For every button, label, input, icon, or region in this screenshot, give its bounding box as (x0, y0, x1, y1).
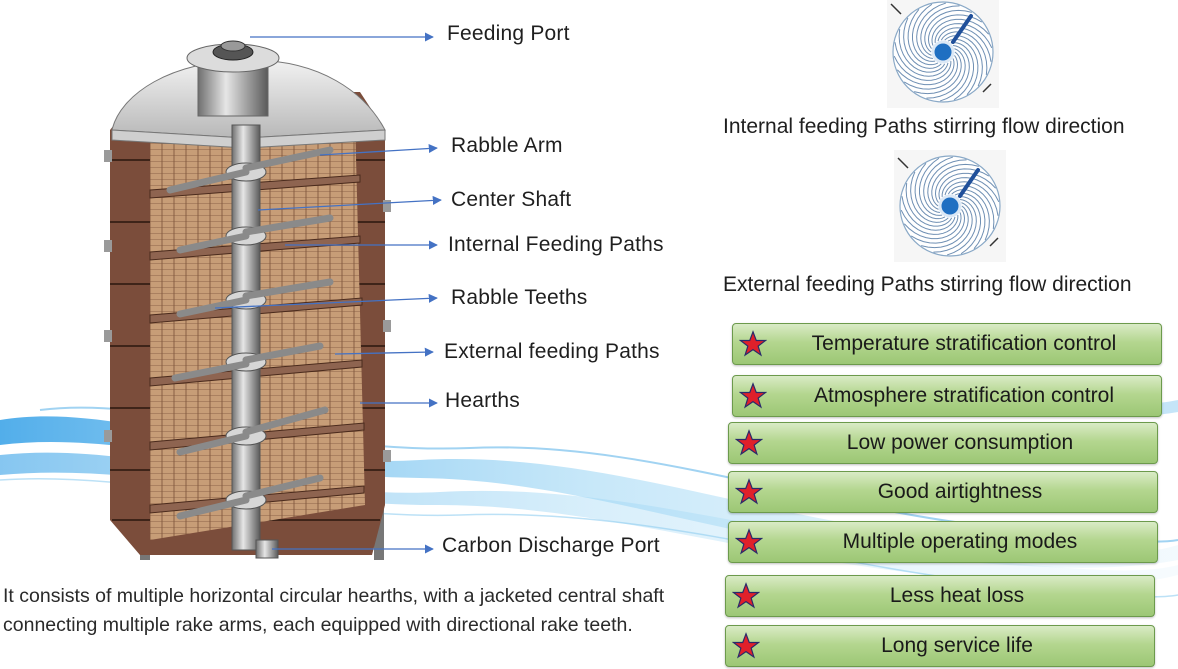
arrow-rabble-teeths (214, 293, 438, 309)
swirl-line (938, 172, 997, 200)
swirl-hub (931, 40, 955, 64)
swirl-line (933, 202, 973, 253)
feature-box: Low power consumption (728, 422, 1158, 464)
swirl-line (934, 168, 990, 203)
swirl-line (894, 42, 949, 77)
furnace-illustration (104, 40, 391, 560)
swirl-line (934, 23, 993, 49)
swirl-line (957, 196, 982, 255)
feature-text: Long service life (881, 634, 1033, 657)
feature-text: Less heat loss (889, 584, 1025, 607)
swirl-line (903, 212, 962, 240)
star-icon (735, 528, 763, 555)
swirl-line (918, 157, 943, 216)
swirl-line (941, 177, 1000, 203)
swirl-line (926, 48, 966, 99)
swirl-line (898, 29, 946, 73)
swirl-line (927, 159, 967, 210)
swirl-line (946, 199, 977, 256)
swirl-line (905, 183, 953, 227)
swirl-line (910, 171, 949, 223)
swirl-line (911, 3, 936, 62)
star-icon (739, 382, 767, 409)
swirl-line (939, 45, 970, 102)
feature-text: Atmosphere stratification control (814, 384, 1114, 407)
swirl-line (927, 14, 983, 49)
feature-text: Multiple operating modes (842, 530, 1078, 553)
swirl-line (940, 31, 988, 75)
internal-flow-diagram (887, 0, 999, 108)
feature-box: Multiple operating modes (728, 521, 1158, 563)
swirl-hub (938, 194, 962, 218)
star-icon (732, 582, 760, 609)
feature-box: Long service life (725, 625, 1155, 667)
swirl-line (931, 18, 990, 46)
swirl-line (893, 55, 952, 81)
rotation-arrow (982, 83, 992, 93)
rotation-arrow (897, 157, 909, 169)
arrow-rabble-arm (319, 143, 438, 156)
swirl-line (923, 156, 954, 213)
star-icon (732, 632, 760, 659)
swirl-line (924, 9, 972, 53)
swirl-line (920, 5, 960, 56)
feature-text: Low power consumption (846, 431, 1074, 454)
label-rabble-arm: Rabble Arm (451, 134, 563, 157)
rotation-arrow (890, 3, 902, 15)
label-feeding-port: Feeding Port (447, 22, 570, 45)
arrow-external-feeding-paths (334, 347, 434, 357)
swirl-line (900, 209, 959, 235)
label-internal-feeding-paths: Internal Feeding Paths (448, 233, 664, 256)
rotation-arrow (989, 237, 999, 247)
label-rabble-teeths: Rabble Teeths (451, 286, 588, 309)
swirl-line (931, 163, 979, 207)
swirl-line (951, 189, 990, 241)
label-center-shaft: Center Shaft (451, 188, 572, 211)
label-hearths: Hearths (445, 389, 520, 412)
feature-box: Atmosphere stratification control (732, 375, 1162, 417)
swirl-line (944, 35, 983, 87)
swirl-line (947, 185, 995, 229)
feature-box: Good airtightness (728, 471, 1158, 513)
swirl-line (914, 51, 962, 95)
star-icon (735, 478, 763, 505)
swirl-line (896, 58, 955, 86)
feature-text: Temperature stratification control (811, 332, 1117, 355)
feature-box: Temperature stratification control (732, 323, 1162, 365)
feature-text: Good airtightness (877, 480, 1043, 503)
external-flow-diagram (894, 150, 1006, 262)
description-text: It consists of multiple horizontal circu… (3, 585, 665, 636)
star-icon (739, 330, 767, 357)
swirl-line (914, 163, 946, 220)
swirl-arm (951, 14, 973, 44)
label-external-feeding-paths: External feeding Paths (444, 340, 660, 363)
swirl-line (901, 196, 956, 231)
star-icon (735, 429, 763, 456)
swirl-line (903, 17, 942, 69)
caption-external-flow: External feeding Paths stirring flow dir… (723, 273, 1132, 296)
swirl-line (921, 205, 969, 249)
swirl-line (950, 42, 975, 101)
feature-box: Less heat loss (725, 575, 1155, 617)
caption-internal-flow: Internal feeding Paths stirring flow dir… (723, 115, 1125, 138)
arrow-center-shaft (257, 195, 442, 211)
swirl-line (907, 9, 939, 66)
swirl-line (903, 55, 959, 90)
leader-arrows (214, 32, 442, 554)
swirl-line (916, 2, 947, 59)
label-carbon-discharge-port: Carbon Discharge Port (442, 534, 660, 557)
swirl-line (910, 209, 966, 244)
swirl-arm (958, 168, 980, 198)
